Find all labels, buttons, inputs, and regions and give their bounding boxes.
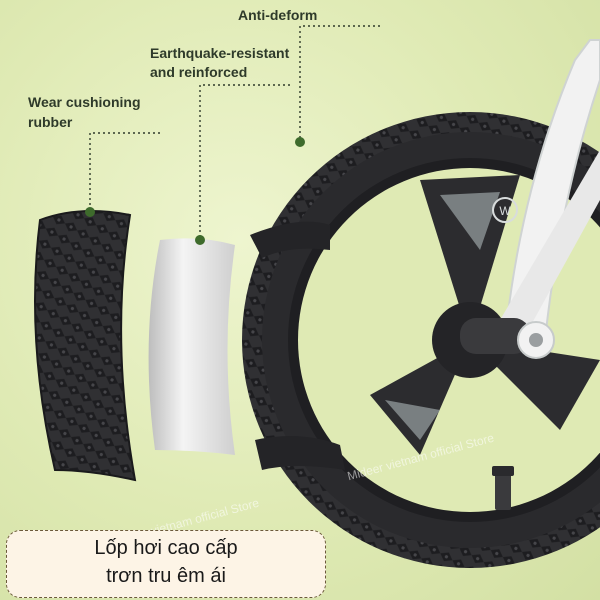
axle: [460, 318, 530, 354]
caption-box: Lốp hơi cao cấp trơn tru êm ái: [6, 530, 326, 598]
caption-line1: Lốp hơi cao cấp: [94, 537, 238, 559]
cushion-segment: [148, 238, 235, 455]
callout-anti-deform: Anti-deform: [238, 7, 318, 23]
wear-rubber-segment: [34, 210, 137, 482]
callout-earthquake-line1: Earthquake-resistant: [150, 45, 290, 61]
callout-dot-anti-deform: [295, 137, 305, 147]
svg-text:W: W: [499, 204, 511, 218]
callout-dot-earthquake: [195, 235, 205, 245]
valve: [492, 466, 514, 510]
caption-line2: trơn tru êm ái: [106, 565, 226, 587]
spoke-right: [470, 340, 600, 430]
callout-wear-line2: rubber: [28, 114, 73, 130]
spoke-left: [370, 340, 470, 455]
logo-emblem: [492, 197, 518, 223]
callout-earthquake-line2: and reinforced: [150, 64, 248, 80]
bike-frame: [460, 39, 600, 359]
callout-lines: [89, 25, 380, 238]
callout-dot-wear: [85, 207, 95, 217]
callout-wear-line1: Wear cushioning: [28, 94, 141, 110]
